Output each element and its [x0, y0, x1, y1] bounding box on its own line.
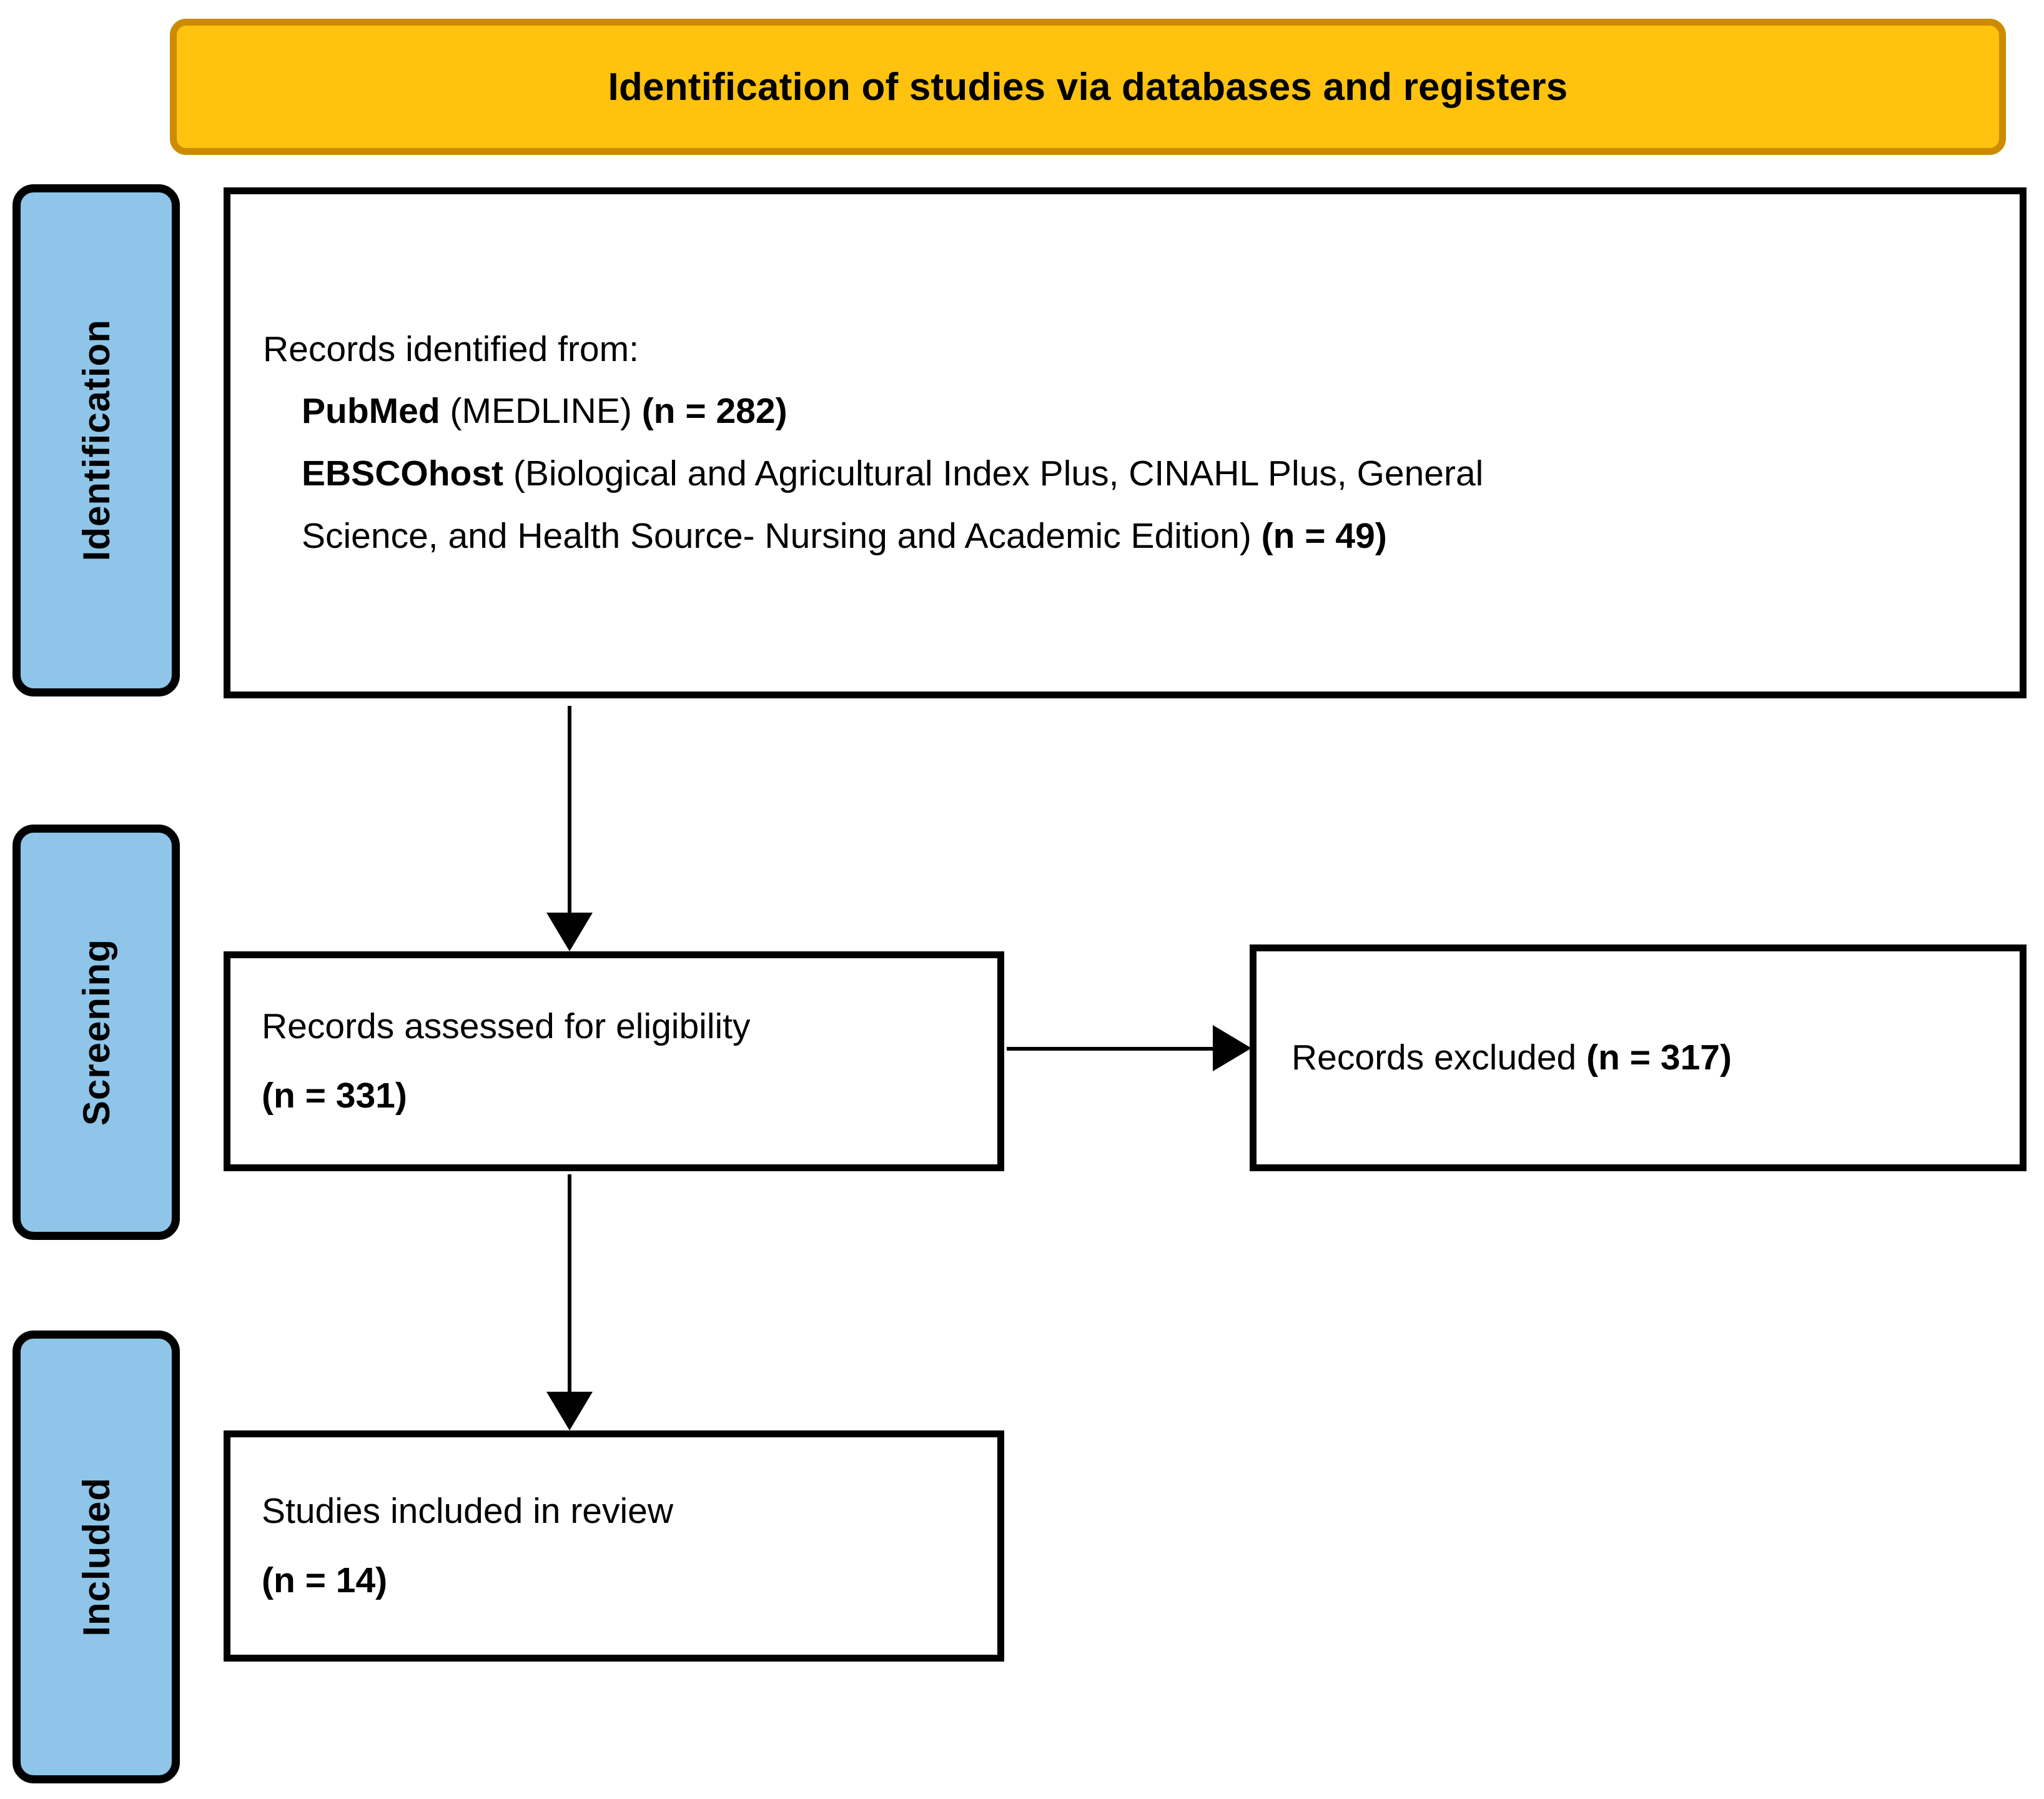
- stage-label-included-text: Included: [75, 1477, 117, 1637]
- records-assessed-count-line: (n = 331): [262, 1061, 979, 1131]
- studies-included-count: (n = 14): [262, 1560, 388, 1600]
- arrow-shaft: [568, 1174, 571, 1392]
- source-ebscohost-detail-part2: Science, and Health Source- Nursing and …: [302, 515, 1252, 556]
- stage-label-screening-text: Screening: [75, 938, 117, 1126]
- source-pubmed-detail: (MEDLINE): [450, 391, 632, 432]
- arrow-shaft: [1007, 1047, 1213, 1051]
- source-ebscohost-detail-part1: (Biological and Agricultural Index Plus,…: [513, 453, 1484, 493]
- records-identified-line: Records identified from:: [263, 319, 1995, 381]
- identification-records-box: Records identified from: PubMed (MEDLINE…: [224, 187, 2027, 698]
- records-excluded-box: Records excluded (n = 317): [1250, 944, 2027, 1171]
- stage-label-included: Included: [12, 1331, 180, 1783]
- source-ebscohost-count: (n = 49): [1261, 515, 1387, 556]
- space-4: [1252, 516, 1261, 556]
- studies-included-box: Studies included in review (n = 14): [224, 1430, 1004, 1662]
- space-5: [1576, 1038, 1586, 1078]
- source-pubmed-count: (n = 282): [641, 391, 787, 432]
- arrow-head-down-icon: [546, 913, 593, 951]
- records-identified-label: Records identified from:: [263, 329, 639, 369]
- space-3: [503, 453, 513, 493]
- source-pubmed-name: PubMed: [302, 391, 440, 432]
- source-pubmed-line: PubMed (MEDLINE) (n = 282): [263, 380, 1995, 443]
- space-1: [440, 391, 450, 431]
- records-excluded-label: Records excluded: [1291, 1038, 1577, 1078]
- source-ebscohost-line-2: Science, and Health Source- Nursing and …: [263, 505, 1995, 568]
- stage-label-screening: Screening: [12, 825, 180, 1240]
- studies-included-count-line: (n = 14): [262, 1546, 979, 1615]
- records-assessed-label: Records assessed for eligibility: [262, 1006, 751, 1046]
- arrow-shaft: [568, 706, 571, 913]
- arrow-head-right-icon: [1213, 1025, 1252, 1071]
- records-excluded-count: (n = 317): [1586, 1038, 1732, 1078]
- studies-included-label-line: Studies included in review: [262, 1477, 979, 1546]
- source-ebscohost-name: EBSCOhost: [302, 453, 504, 493]
- records-assessed-label-line: Records assessed for eligibility: [262, 992, 979, 1061]
- arrow-head-down-icon: [546, 1392, 593, 1430]
- identification-banner: Identification of studies via databases …: [170, 19, 2006, 155]
- records-assessed-count: (n = 331): [262, 1076, 407, 1116]
- arrow-screening-to-included: [546, 1174, 593, 1430]
- records-assessed-box: Records assessed for eligibility (n = 33…: [224, 951, 1004, 1171]
- source-ebscohost-line-1: EBSCOhost (Biological and Agricultural I…: [263, 443, 1995, 505]
- records-excluded-line: Records excluded (n = 317): [1291, 1029, 2001, 1086]
- banner-title: Identification of studies via databases …: [608, 65, 1568, 109]
- space-2: [632, 391, 642, 431]
- studies-included-label: Studies included in review: [262, 1490, 674, 1531]
- arrow-screening-to-excluded: [1007, 1025, 1252, 1071]
- stage-label-identification: Identification: [12, 184, 180, 696]
- stage-label-identification-text: Identification: [75, 319, 117, 562]
- arrow-identification-to-screening: [546, 706, 593, 951]
